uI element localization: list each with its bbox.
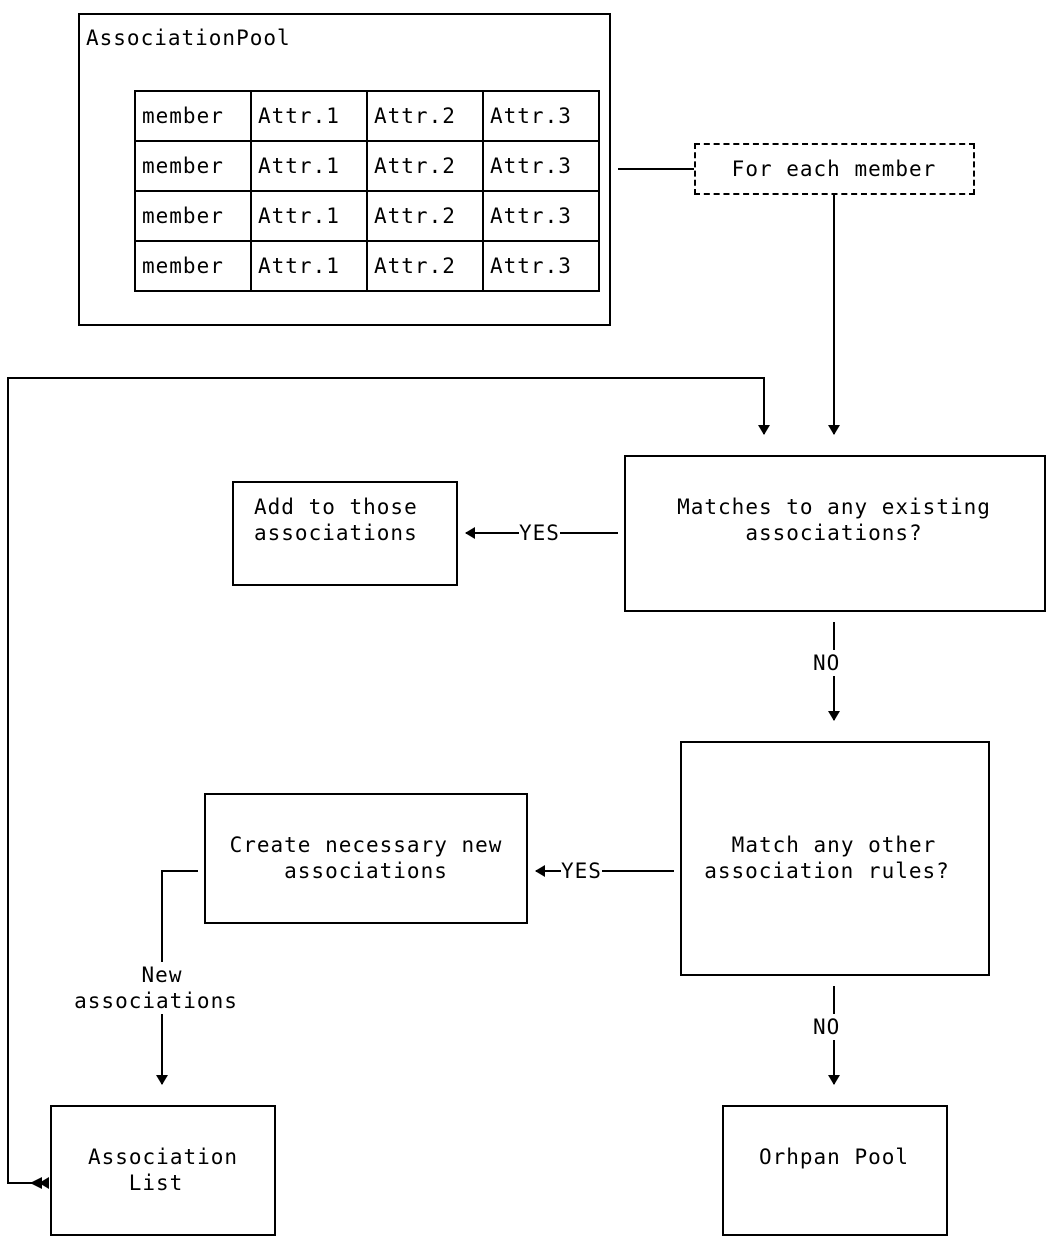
create-new-associations-box [204,793,528,924]
table-cell: Attr.2 [366,240,484,292]
decision-other-rules [680,741,990,976]
edge-label-new-line2: associations [74,988,238,1014]
decision1-line2: associations? [745,521,923,545]
action1-line1: Add to those [254,495,418,519]
orphan-pool-box [722,1105,948,1236]
table-cell: Attr.3 [482,190,600,242]
table-cell: Attr.3 [482,240,600,292]
association-list-line2: List [128,1171,184,1195]
table-cell: member [134,190,252,242]
table-cell: Attr.3 [482,140,600,192]
orphan-pool-label: Orhpan Pool [758,1145,910,1169]
table-cell: Attr.2 [366,190,484,242]
table-cell: member [134,90,252,142]
table-row: member Attr.1 Attr.2 Attr.3 [134,140,600,192]
table-cell: Attr.3 [482,90,600,142]
table-row: member Attr.1 Attr.2 Attr.3 [134,190,600,242]
decision2-line1: Match any other [731,833,937,857]
table-cell: member [134,240,252,292]
edge-label-no: NO [813,650,841,676]
edge-label-yes: YES [519,520,560,546]
table-row: member Attr.1 Attr.2 Attr.3 [134,90,600,142]
edge-label-new-line1: New [141,962,183,988]
table-cell: Attr.2 [366,140,484,192]
edge-loop-back [7,377,770,1189]
action2-line1: Create necessary new [229,833,503,857]
action1-line2: associations [254,521,418,545]
decision2-line2: association rules? [704,859,950,883]
table-cell: Attr.1 [250,140,368,192]
association-list-line1: Association [87,1145,239,1169]
edge-label-yes: YES [561,858,602,884]
table-cell: Attr.1 [250,90,368,142]
decision1-line1: Matches to any existing [677,495,991,519]
add-to-associations-box [232,481,458,586]
for-each-member-box [694,143,975,195]
member-table: member Attr.1 Attr.2 Attr.3 member Attr.… [134,90,600,292]
table-cell: Attr.1 [250,240,368,292]
table-cell: member [134,140,252,192]
table-cell: Attr.2 [366,90,484,142]
decision-existing-associations [624,455,1046,612]
table-cell: Attr.1 [250,190,368,242]
association-pool-title: AssociationPool [86,26,291,50]
edge-label-no: NO [813,1014,841,1040]
table-row: member Attr.1 Attr.2 Attr.3 [134,240,600,292]
association-list-box [50,1105,276,1236]
action2-line2: associations [284,859,448,883]
for-each-member-label: For each member [731,157,937,181]
arrowhead-into-list [30,1177,42,1189]
